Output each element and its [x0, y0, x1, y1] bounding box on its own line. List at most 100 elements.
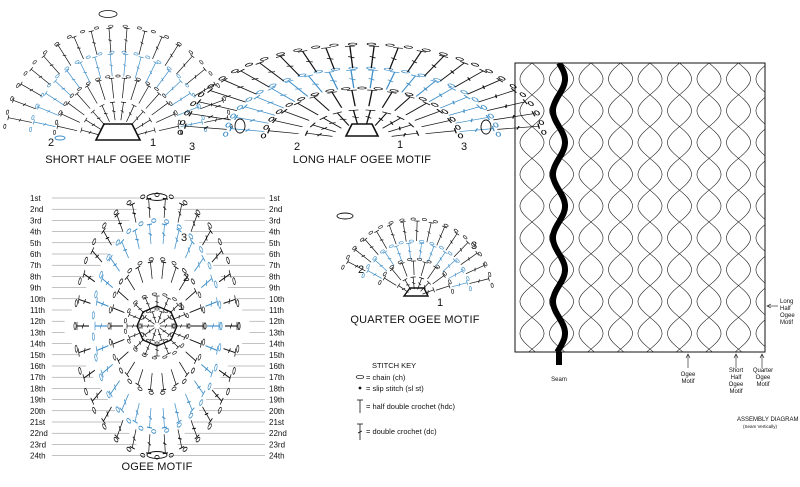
ogee-label-2: Motif: [681, 379, 694, 385]
row-label-right: 4th: [269, 228, 280, 237]
assembly-subtitle: (Seam Vertically): [743, 424, 778, 429]
row-label-left: 8th: [30, 272, 41, 281]
short-half-motif-chart: [3, 10, 233, 141]
row-label-left: 13th: [30, 328, 46, 337]
row-label-right: 2nd: [269, 205, 282, 214]
ogee-label-1: Ogee: [681, 372, 696, 378]
long-half-marker-2: 2: [294, 141, 300, 153]
row-label-right: 18th: [269, 384, 285, 393]
row-label-left: 10th: [30, 295, 46, 304]
long-half-label-2: Half: [780, 306, 791, 312]
row-label-right: 8th: [269, 272, 280, 281]
row-label-left: 7th: [30, 261, 41, 270]
long-half-motif-title: LONG HALF OGEE MOTIF: [293, 154, 432, 166]
row-label-left: 20th: [30, 407, 46, 416]
long-half-label-4: Motif: [780, 320, 793, 326]
row-label-left: 3rd: [30, 216, 42, 225]
assembly-border: [514, 62, 766, 353]
row-label-left: 11th: [30, 306, 45, 315]
quarter-motif-chart: [336, 212, 494, 297]
ogee-marker-2: 2: [183, 272, 189, 284]
row-label-right: 12th: [269, 317, 285, 326]
row-label-left: 17th: [30, 373, 46, 382]
row-label-right: 21st: [269, 418, 285, 427]
row-label-left: 19th: [30, 396, 46, 405]
short-half-ogee-motif: 2 1 3 SHORT HALF OGEE MOTIF: [3, 10, 233, 166]
dc-icon: [357, 423, 363, 440]
short-half-marker-3: 3: [189, 141, 195, 153]
row-label-left: 9th: [30, 284, 41, 293]
ogee-motif-chart: [73, 192, 241, 460]
long-half-label-1: Long: [780, 299, 793, 305]
short-half-marker-2: 2: [48, 137, 54, 149]
row-label-right: 22nd: [269, 429, 287, 438]
row-label-left: 18th: [30, 384, 46, 393]
short-half-label-4: Motif: [729, 389, 742, 395]
long-half-ogee-motif: 2 1 3 LONG HALF OGEE MOTIF: [177, 42, 547, 166]
short-half-marker-1: 1: [150, 137, 156, 149]
quarter-label-2: Ogee: [756, 375, 771, 381]
chain-icon: [355, 374, 365, 380]
row-label-left: 21st: [30, 418, 46, 427]
long-half-label-3: Ogee: [780, 313, 795, 319]
row-label-right: 5th: [269, 239, 280, 248]
long-half-marker-1: 1: [397, 139, 403, 151]
quarter-label-1: Quarter: [753, 368, 773, 374]
seam-line: [550, 63, 568, 352]
assembly-title: ASSEMBLY DIAGRAM: [737, 417, 798, 423]
short-half-label-3: Ogee: [729, 382, 744, 388]
row-label-right: 24th: [269, 452, 285, 461]
chain-label: = chain (ch): [366, 373, 406, 382]
row-label-right: 16th: [269, 362, 285, 371]
slip-stitch-label: = slip stitch (sl st): [366, 384, 424, 393]
dc-label: = double crochet (dc): [366, 427, 437, 436]
seam-label: Seam: [551, 377, 567, 383]
row-label-left: 15th: [30, 351, 46, 360]
row-label-left: 16th: [30, 362, 46, 371]
row-label-right: 10th: [269, 295, 285, 304]
short-half-label-1: Short: [729, 368, 744, 374]
slip-stitch-icon: [358, 386, 362, 390]
row-label-right: 7th: [269, 261, 280, 270]
row-label-right: 11th: [269, 306, 284, 315]
ogee-marker-3: 3: [181, 232, 187, 244]
row-label-right: 14th: [269, 340, 285, 349]
row-label-right: 15th: [269, 351, 285, 360]
ogee-lattice: [519, 63, 765, 352]
long-half-motif-chart: [177, 42, 547, 139]
row-label-right: 23rd: [269, 440, 285, 449]
row-label-left: 22nd: [30, 429, 48, 438]
ogee-marker-1: 1: [178, 301, 184, 313]
hdc-label: = half double crochet (hdc): [366, 402, 456, 411]
row-label-left: 5th: [30, 239, 41, 248]
row-label-left: 4th: [30, 228, 41, 237]
hdc-icon: [357, 399, 363, 413]
quarter-marker-2: 2: [358, 264, 364, 276]
row-label-left: 23rd: [30, 440, 46, 449]
row-label-right: 9th: [269, 284, 280, 293]
row-label-left: 12th: [30, 317, 46, 326]
stitch-key-title: STITCH KEY: [372, 361, 416, 370]
row-label-right: 1st: [269, 194, 280, 203]
row-label-right: 13th: [269, 328, 285, 337]
row-label-right: 17th: [269, 373, 285, 382]
ogee-motif-title: OGEE MOTIF: [121, 461, 192, 473]
row-label-right: 20th: [269, 407, 285, 416]
row-label-left: 14th: [30, 340, 46, 349]
short-half-motif-title: SHORT HALF OGEE MOTIF: [45, 154, 191, 166]
quarter-motif-title: QUARTER OGEE MOTIF: [350, 314, 479, 326]
quarter-marker-1: 1: [437, 297, 443, 309]
quarter-label-3: Motif: [756, 382, 769, 388]
long-half-marker-3: 3: [461, 141, 467, 153]
row-label-left: 6th: [30, 250, 41, 259]
assembly-pointers: [685, 303, 778, 368]
row-label-right: 6th: [269, 250, 280, 259]
row-label-left: 2nd: [30, 205, 43, 214]
row-label-right: 19th: [269, 396, 285, 405]
quarter-marker-3: 3: [471, 240, 477, 252]
assembly-diagram: Seam Ogee Motif Short Half Ogee Motif Qu…: [514, 62, 798, 429]
stitch-key: STITCH KEY = chain (ch) = slip stitch (s…: [355, 361, 456, 440]
row-label-right: 3rd: [269, 216, 281, 225]
